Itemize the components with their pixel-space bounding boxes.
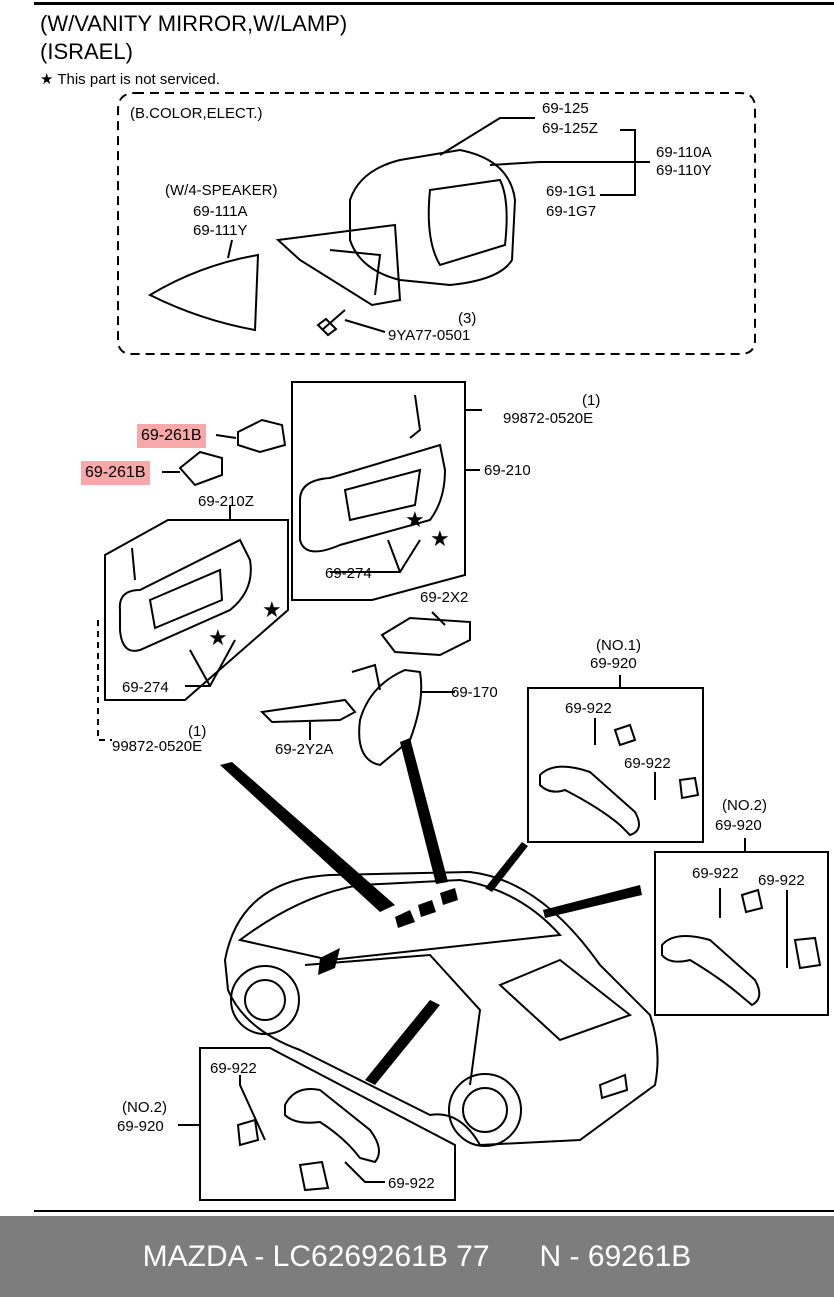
not-serviced-note: ★ This part is not serviced. [40,71,220,88]
part-label: 69-110A [656,144,712,161]
grip-no2-right-frame [654,851,829,1016]
console-part-icon [259,698,357,724]
clip-part-icon [178,418,287,487]
rearview-mirror-icon [351,663,423,767]
grip-label: (NO.1) [596,637,641,654]
svg-text:★: ★ [430,526,450,551]
grip-no2-left-frame [199,1047,456,1201]
quantity-label: (1) [188,723,206,740]
part-label: 69-922 [565,700,612,717]
grip-label: (NO.2) [122,1099,167,1116]
map-lamp-icon [380,616,471,657]
highlighted-part-label[interactable]: 69-261B [81,461,150,485]
bottom-rule [34,1210,834,1212]
quantity-label: (1) [582,392,600,409]
assist-grip-no2-left-icon [236,1088,380,1192]
grip-no1-frame [527,687,704,843]
quantity-label: (3) [458,310,476,327]
part-label: 69-2Y2A [275,741,333,758]
part-label: 99872-0520E [503,410,593,427]
part-label: 69-125Z [542,120,598,137]
sun-visor-right-icon [299,394,447,553]
part-label: 69-111A [193,203,248,220]
door-mirror-icon [147,148,517,337]
speaker-note: (W/4-SPEAKER) [165,182,278,199]
part-label: 69-922 [210,1060,257,1077]
part-label: 69-922 [624,755,671,772]
part-label: 69-111Y [193,222,248,239]
visor-right-frame [291,381,466,601]
assist-grip-no2-icon [661,888,822,1007]
part-label: 69-110Y [656,162,712,179]
mirror-group-title: (B.COLOR,ELECT.) [130,105,263,122]
header-region: (ISRAEL) [40,39,133,64]
part-label: 69-920 [117,1118,164,1135]
part-label: 99872-0520E [112,738,202,755]
highlighted-part-label[interactable]: 69-261B [137,424,206,448]
svg-text:★: ★ [262,597,282,622]
header-title: (W/VANITY MIRROR,W/LAMP) [40,11,348,36]
part-label: 69-920 [590,655,637,672]
part-label: 69-920 [715,817,762,834]
part-label: 69-210Z [198,493,254,510]
part-label: 9YA77-0501 [388,327,470,344]
grip-label: (NO.2) [722,797,767,814]
part-label: 69-274 [325,565,372,582]
visor-left-frame [104,519,289,701]
part-label: 69-2X2 [420,589,468,606]
part-label: 69-125 [542,100,589,117]
sun-visor-left-icon [118,538,252,652]
part-label: 69-210 [484,462,531,479]
car-body-icon [223,870,659,1147]
part-label: 69-922 [692,865,739,882]
speaker-cover-icon [147,253,260,332]
part-label: 69-922 [388,1175,435,1192]
svg-text:★: ★ [405,507,425,532]
part-label: 69-274 [122,679,169,696]
footer-part-number: MAZDA - LC6269261B 77 N - 69261B [0,1216,834,1297]
mirror-group-frame [117,92,756,355]
assist-grip-no1-icon [539,723,700,837]
svg-text:★: ★ [208,625,228,650]
part-label: 69-1G1 [546,183,596,200]
part-label: 69-170 [451,684,498,701]
top-rule [34,2,834,5]
part-label: 69-1G7 [546,203,596,220]
part-label: 69-922 [758,872,805,889]
